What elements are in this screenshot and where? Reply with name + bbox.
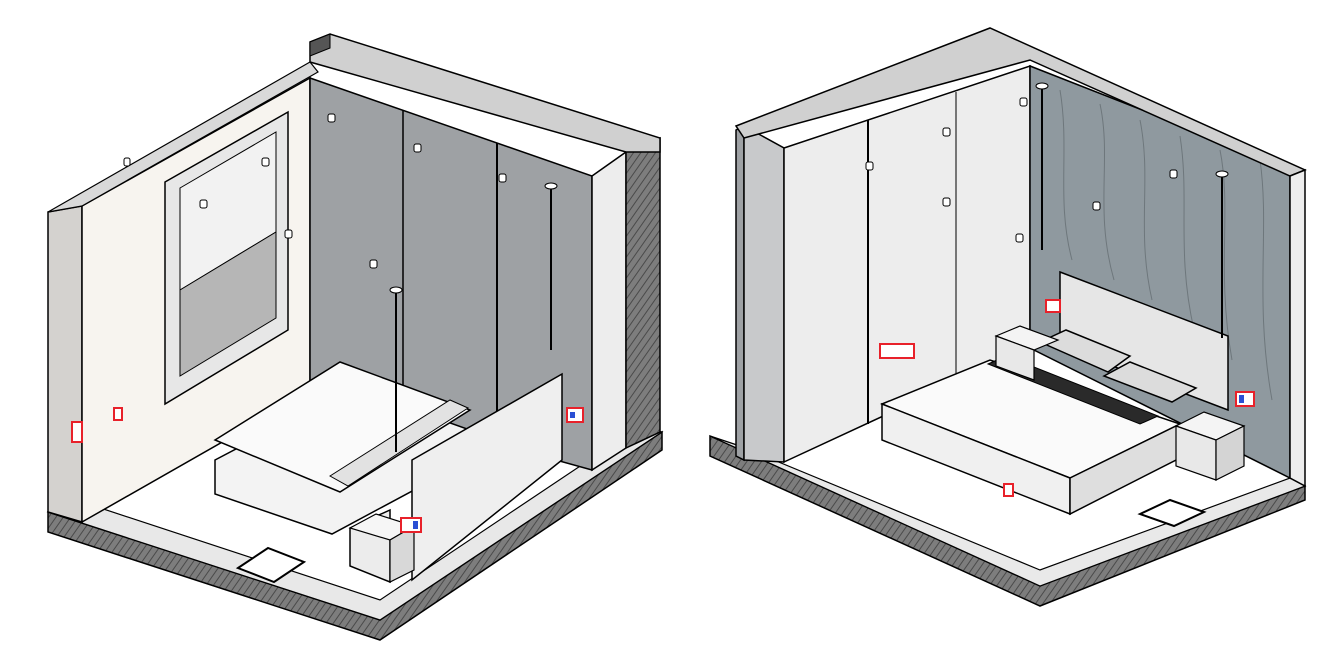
outlet-icon (1235, 391, 1255, 407)
floor-box-icon (235, 546, 307, 584)
outlet-icon (1239, 395, 1244, 403)
left-wall-exterior (735, 124, 745, 462)
ceiling-light-icon (123, 157, 131, 167)
pendant-lamp-icon (544, 182, 558, 190)
pillow (1038, 329, 1132, 373)
ceiling-light-icon (284, 229, 293, 239)
ceiling-light-icon (865, 161, 874, 171)
bed-headboard (1059, 270, 1229, 412)
ceiling-light-icon (498, 173, 507, 183)
bed-runner (329, 399, 470, 487)
ceiling-light-icon (1092, 201, 1101, 211)
right-column (591, 150, 627, 472)
ceiling-light-icon (261, 157, 270, 167)
right-column-face (625, 136, 661, 450)
ceiling-light-icon (1169, 169, 1178, 179)
pendant-lamp-icon (389, 286, 403, 294)
pendant-lamp-icon (1035, 82, 1049, 90)
ceiling-light-icon (942, 127, 951, 137)
floor-box-icon (1137, 498, 1207, 528)
ceiling-light-icon (942, 197, 951, 207)
ceiling-light-icon (327, 113, 336, 123)
outlet-icon (1003, 483, 1014, 497)
left-wall-top-cap (47, 61, 319, 213)
left-wall-inner (743, 124, 785, 463)
bedroom-view-right (709, 27, 1307, 607)
right-wall-edge (1289, 168, 1306, 488)
window-lower-panel (179, 231, 277, 377)
outlet-icon (879, 343, 915, 359)
outlet-icon (413, 521, 418, 529)
outlet-icon (113, 407, 123, 421)
ceiling-light-icon (413, 143, 422, 153)
ceiling-light-icon (1015, 233, 1024, 243)
ceiling-beam-dark (309, 33, 331, 57)
bedroom-view-left (46, 33, 664, 641)
outlet-icon (71, 421, 83, 443)
pillow (1102, 361, 1198, 403)
bed-mattress-top (213, 361, 472, 493)
ceiling-light-icon (199, 199, 208, 209)
outlet-icon (570, 412, 575, 418)
nightstand-side (1215, 425, 1245, 481)
nightstand-front (995, 335, 1035, 381)
ceiling-light-icon (1019, 97, 1028, 107)
ceiling-light-icon (369, 259, 378, 269)
left-wall-exterior (47, 205, 83, 524)
pendant-lamp-icon (1215, 170, 1229, 178)
outlet-icon (1045, 299, 1061, 313)
